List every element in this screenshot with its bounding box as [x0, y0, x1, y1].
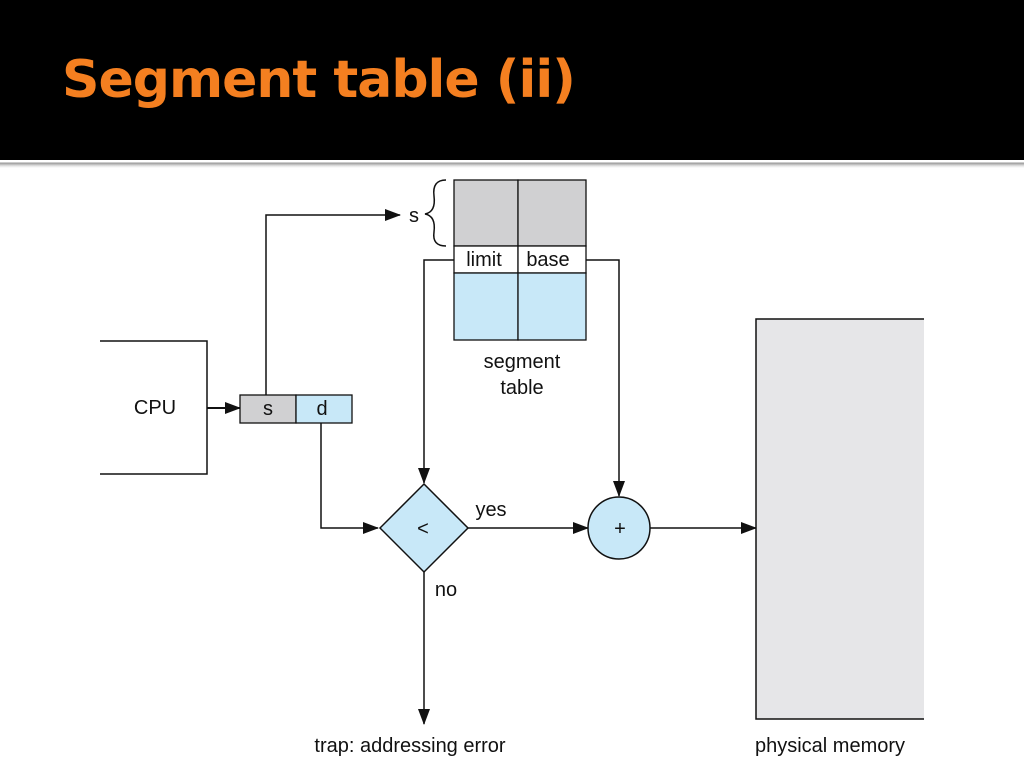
- offset-arrow: [320, 423, 379, 534]
- base-arrow: [586, 259, 625, 497]
- address-offset-field: [295, 394, 353, 424]
- index-brace: [424, 179, 447, 247]
- trap-label: trap: addressing error: [314, 735, 506, 757]
- physical-memory-box: [755, 318, 924, 720]
- segment-number-arrow: [265, 209, 401, 395]
- limit-header: limit: [466, 249, 502, 271]
- base-header: base: [526, 249, 569, 271]
- compare-symbol: <: [417, 518, 429, 540]
- yes-label: yes: [475, 499, 506, 521]
- cpu-label: CPU: [134, 397, 176, 419]
- segment-table: [453, 179, 587, 341]
- slide-title: Segment table (ii): [62, 50, 576, 110]
- address-segment-field: [239, 394, 297, 424]
- title-bar: Segment table (ii): [0, 0, 1024, 160]
- title-divider: [0, 160, 1024, 168]
- address-d-label: d: [316, 398, 327, 420]
- address-s-label: s: [263, 398, 273, 420]
- table-caption-line2: table: [500, 377, 543, 399]
- table-caption-line1: segment: [484, 351, 561, 373]
- segment-index-label: s: [409, 205, 419, 227]
- memory-label: physical memory: [755, 735, 905, 757]
- adder-symbol: +: [614, 518, 626, 540]
- no-label: no: [435, 579, 457, 601]
- limit-arrow: [418, 259, 454, 484]
